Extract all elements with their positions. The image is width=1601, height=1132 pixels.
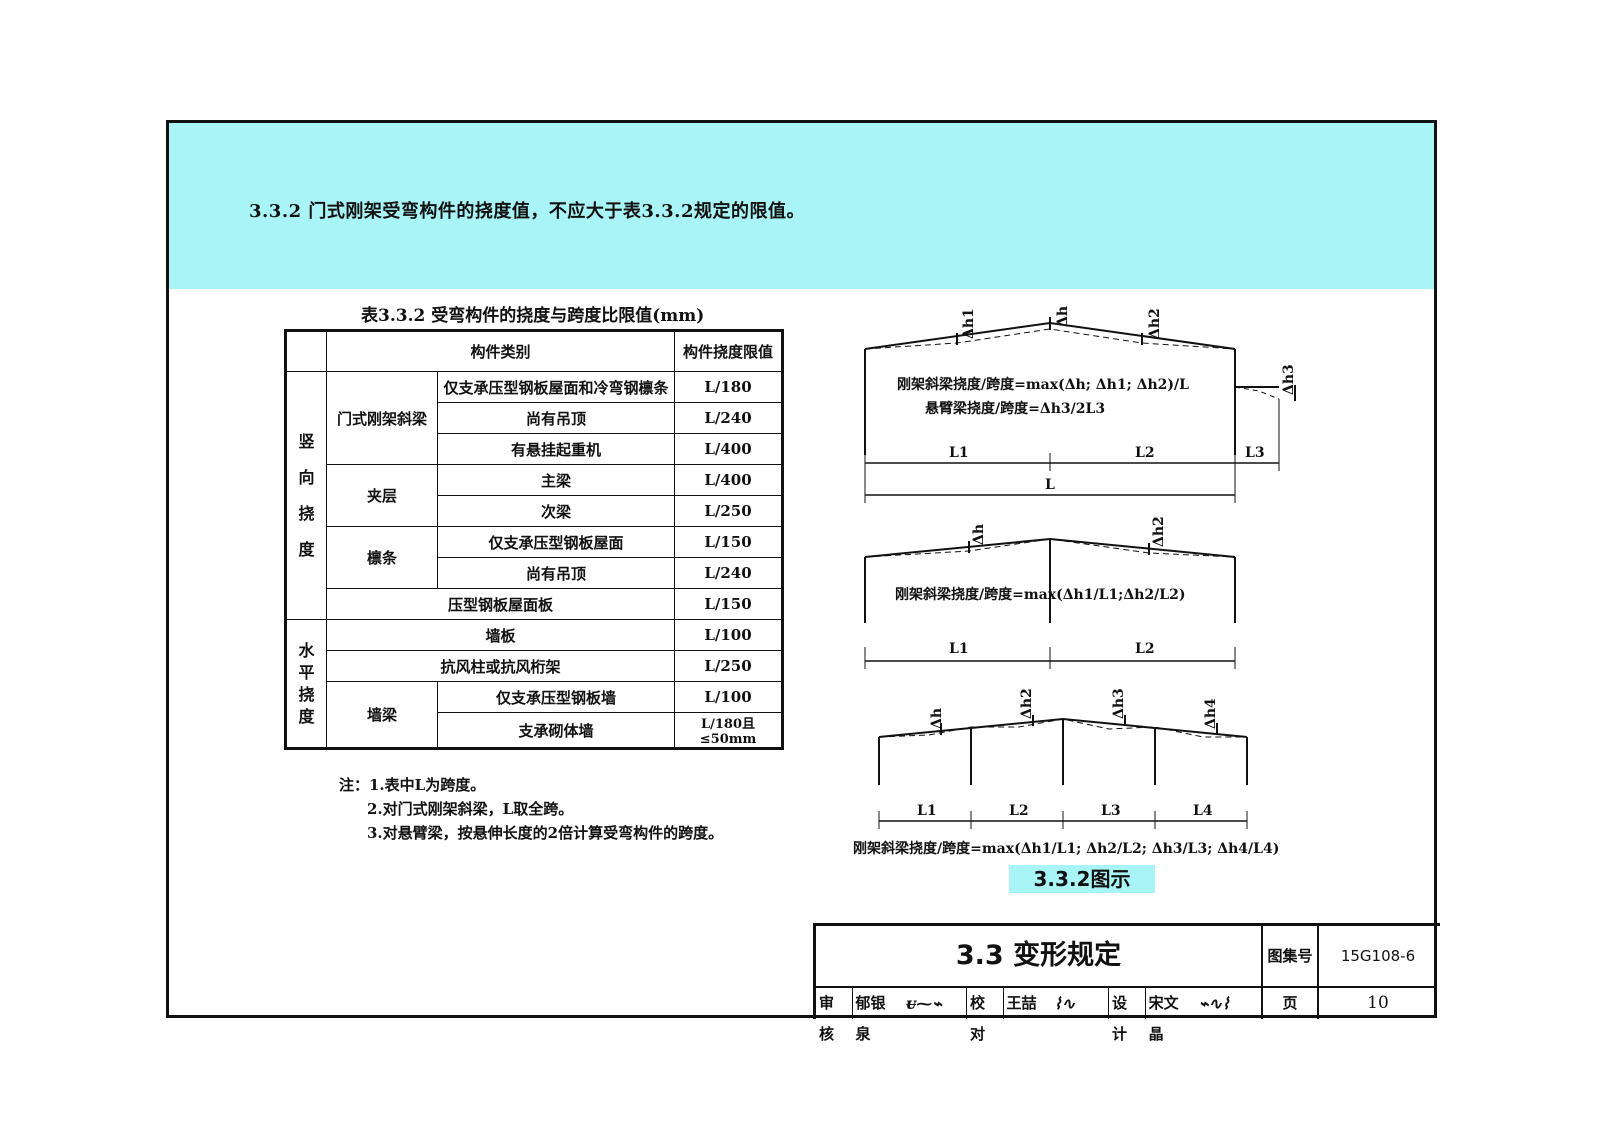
d3-span: L3 (1101, 803, 1121, 819)
row-limit: L/150 (674, 526, 783, 558)
d1-span: L3 (1245, 445, 1265, 461)
row-limit: L/250 (674, 650, 783, 682)
table-row: 水平挠度 墙板 L/100 (285, 619, 783, 749)
sheet-title: 3.3 变形规定 (816, 926, 1263, 988)
note-1: 注：1.表中L为跨度。 (339, 776, 486, 794)
design-label: 设计 (1109, 988, 1146, 1043)
row-limit: L/400 (674, 464, 783, 496)
row-limit: L/400 (674, 433, 783, 465)
sub-wallbeam: 墙梁 (326, 681, 438, 749)
row-item: 支承砌体墙 (437, 712, 675, 749)
figure-caption: 3.3.2图示 (1009, 865, 1155, 893)
d2-deflected-rafter (864, 538, 1236, 558)
row-item: 次梁 (437, 495, 675, 527)
d1-formula-1: 刚架斜梁挠度/跨度=max(Δh; Δh1; Δh2)/L (897, 376, 1189, 393)
sub-portal: 门式刚架斜梁 (326, 371, 438, 465)
row-limit: L/100 (674, 619, 783, 651)
table-row: 夹层 主梁 L/400 (286, 464, 783, 527)
d3-label: Δh (929, 708, 945, 729)
d1-deflected-rafter (864, 328, 1236, 350)
header-limit: 构件挠度限值 (674, 330, 783, 372)
row-limit: L/180且≤50mm (674, 712, 783, 749)
clause-text: 3.3.2 门式刚架受弯构件的挠度值，不应大于表3.3.2规定的限值。 (249, 201, 805, 222)
table-row: 有悬挂起重机 L/400 (286, 433, 783, 465)
d1-label: Δh3 (1281, 364, 1297, 395)
d1-label: Δh1 (961, 308, 977, 339)
deflection-diagrams: 刚架斜梁挠度/跨度=max(Δh; Δh1; Δh2)/L 悬臂梁挠度/跨度=Δ… (853, 306, 1297, 857)
d3-deflected-rafter (878, 718, 1247, 738)
d3-span: L1 (917, 803, 937, 819)
table-header-row: 构件类别 构件挠度限值 (285, 330, 783, 372)
d1-span: L1 (949, 445, 969, 461)
diagram-3 (878, 715, 1248, 829)
table-row: 墙梁 仅支承压型钢板墙 L/100 (286, 681, 783, 749)
atlas-label: 图集号 (1263, 926, 1319, 988)
row-limit: L/250 (674, 495, 783, 527)
table-title: 表3.3.2 受弯构件的挠度与跨度比限值(mm) (361, 306, 705, 326)
check-label: 校对 (967, 988, 1004, 1043)
diagram-1 (864, 317, 1296, 503)
row-item: 仅支承压型钢板屋面和冷弯钢檩条 (437, 371, 675, 403)
d1-span: L (1045, 477, 1055, 493)
title-block: 3.3 变形规定 图集号 15G108-6 审核 郁银泉 ᵾ⁓⌁ 校对 王喆 ⌇… (813, 923, 1440, 1043)
d2-label: Δh (971, 524, 987, 545)
sub-mezzanine: 夹层 (326, 464, 438, 527)
signature-row: 审核 郁银泉 ᵾ⁓⌁ 校对 王喆 ⌇∿ 设计 宋文晶 ⌁∿⌇ (816, 988, 1263, 1043)
table-row: 抗风柱或抗风桁架 L/250 (286, 650, 783, 682)
checker-signature: ⌇∿ (1051, 988, 1110, 1019)
d3-span: L4 (1193, 803, 1213, 819)
d2-span: L1 (949, 641, 969, 657)
d2-formula: 刚架斜梁挠度/跨度=max(Δh1/L1;Δh2/L2) (895, 586, 1185, 603)
row-item: 仅支承压型钢板屋面 (437, 526, 675, 558)
checker-name: 王喆 (1006, 994, 1037, 1012)
row-item: 尚有吊顶 (437, 557, 675, 589)
d2-span: L2 (1135, 641, 1155, 657)
table-row: 檩条 仅支承压型钢板屋面 L/150 (286, 526, 783, 589)
d2-rafter (864, 537, 1236, 558)
designer-signature: ⌁∿⌇ (1198, 994, 1230, 1013)
drawing-frame: 3.3.2 门式刚架受弯构件的挠度值，不应大于表3.3.2规定的限值。 表3.3… (166, 120, 1440, 1043)
d2-label: Δh2 (1151, 516, 1167, 547)
d3-span: L2 (1009, 803, 1029, 819)
d1-deflected-cantilever (1234, 386, 1280, 400)
d3-formula: 刚架斜梁挠度/跨度=max(Δh1/L1; Δh2/L2; Δh3/L3; Δh… (853, 840, 1279, 857)
reviewer-signature: ᵾ⁓⌁ (903, 988, 967, 1019)
page-number: 10 (1367, 993, 1389, 1013)
note-3: 3.对悬臂梁，按悬伸长度的2倍计算受弯构件的跨度。 (367, 824, 724, 842)
d1-span: L2 (1135, 445, 1155, 461)
d1-label: Δh (1055, 306, 1071, 327)
table-notes: 注：1.表中L为跨度。 2.对门式刚架斜梁，L取全跨。 3.对悬臂梁，按悬伸长度… (339, 773, 723, 845)
header-band (169, 123, 1434, 289)
row-item: 有悬挂起重机 (437, 433, 675, 465)
table-row: 次梁 L/250 (286, 495, 783, 527)
table-row: 尚有吊顶 L/240 (286, 557, 783, 589)
sub-purlin: 檩条 (326, 526, 438, 589)
d3-label: Δh4 (1203, 698, 1219, 729)
reviewer-name: 郁银泉 (855, 994, 886, 1043)
diagram-2 (864, 537, 1236, 669)
atlas-number: 15G108-6 (1319, 926, 1437, 988)
table-row: 支承砌体墙 L/180且≤50mm (286, 712, 783, 749)
page-label: 页 (1263, 988, 1319, 1019)
row-limit: L/150 (674, 588, 783, 620)
d3-label: Δh3 (1111, 688, 1127, 719)
designer-name: 宋文晶 (1148, 994, 1179, 1043)
deflection-limit-table: 构件类别 构件挠度限值 竖向挠度 门式刚架斜梁 仅支承压型钢板屋面和冷弯钢檩条 … (284, 329, 784, 750)
table-row: 尚有吊顶 L/240 (286, 402, 783, 434)
review-label: 审核 (816, 988, 853, 1043)
d1-label: Δh2 (1147, 308, 1163, 339)
note-2: 2.对门式刚架斜梁，L取全跨。 (367, 800, 574, 818)
d1-formula-2: 悬臂梁挠度/跨度=Δh3/2L3 (924, 400, 1105, 417)
d3-label: Δh2 (1019, 688, 1035, 719)
